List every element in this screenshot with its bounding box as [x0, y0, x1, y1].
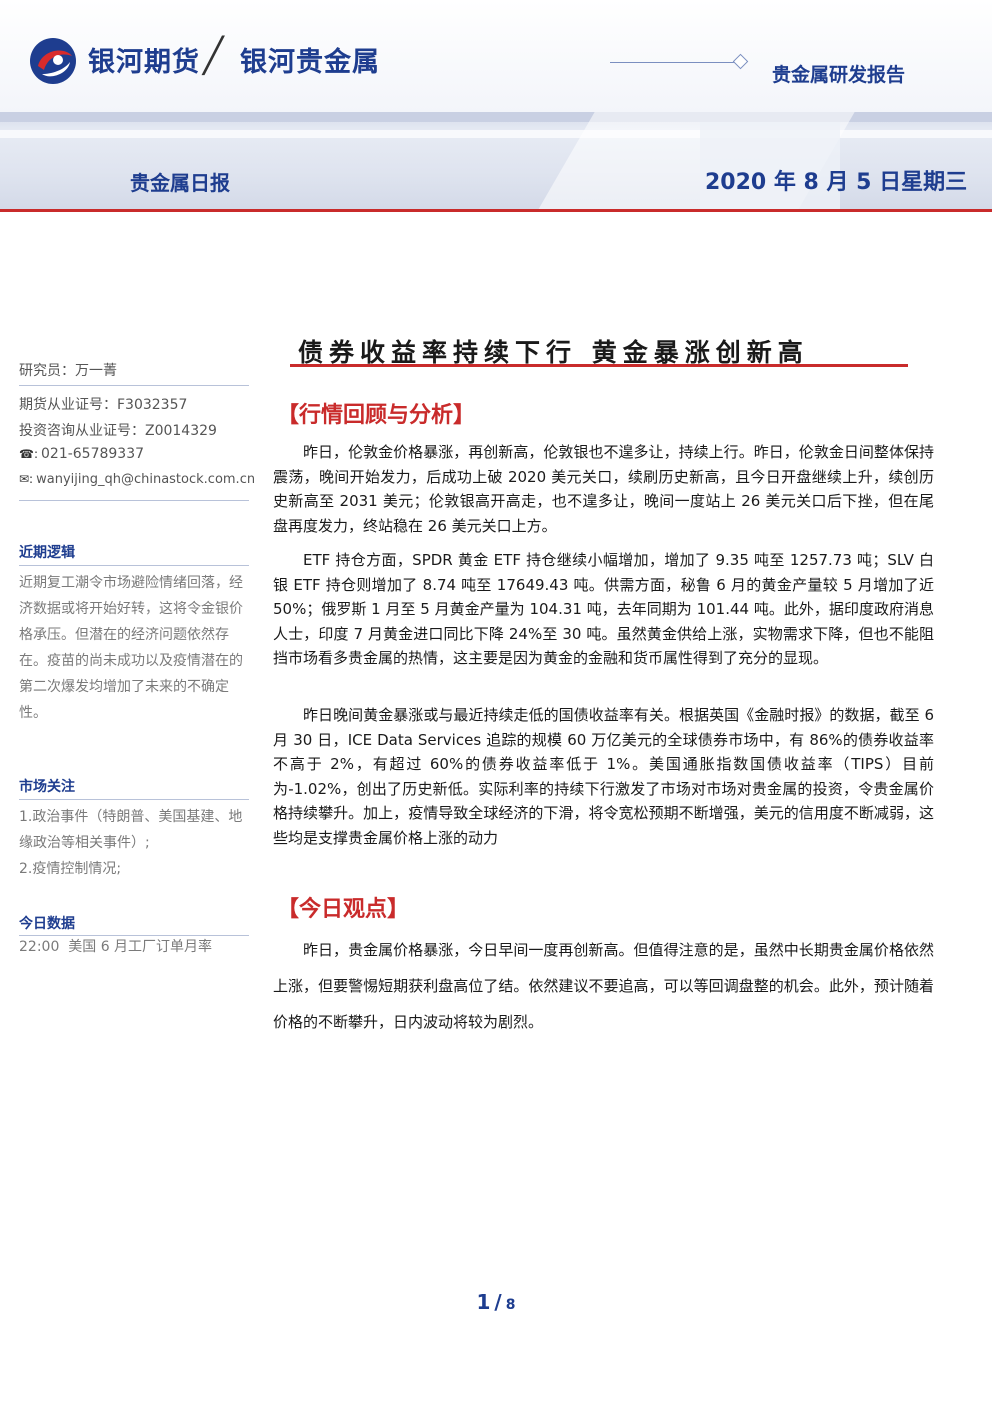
focus-title: 市场关注: [19, 779, 75, 795]
section-heading: 【今日观点】: [277, 897, 410, 922]
focus-item: 1.政治事件（特朗普、美国基建、地缘政治等相关事件）;: [19, 809, 243, 851]
email-line: ✉:wanyijing_qh@chinastock.com.cn: [19, 472, 259, 487]
title-underline: [290, 364, 908, 367]
analyst-name: 研究员：万一菁: [19, 363, 117, 379]
header-divider: [0, 209, 992, 212]
paragraph: 昨日，伦敦金价格暴涨，再创新高，伦敦银也不遑多让，持续上行。昨日，伦敦金日间整体…: [273, 443, 934, 535]
decorative-shape: [700, 122, 840, 212]
page-current: 1: [476, 1290, 491, 1314]
page-number: 1/8: [0, 1290, 992, 1314]
page-separator: /: [494, 1290, 502, 1314]
report-date: 2020 年 8 月 5 日星期三: [705, 170, 968, 195]
paragraph: ETF 持仓方面，SPDR 黄金 ETF 持仓继续小幅增加，增加了 9.35 吨…: [273, 551, 934, 667]
report-type: 贵金属研发报告: [772, 64, 906, 86]
brand-primary: 银河期货: [88, 47, 200, 78]
report-header: [0, 0, 992, 112]
sidebar-divider: [19, 385, 249, 386]
brand-secondary: 银河贵金属: [240, 47, 380, 78]
data-title: 今日数据: [19, 916, 75, 932]
section-heading: 【行情回顾与分析】: [277, 403, 476, 428]
data-item: 22:00 美国 6 月工厂订单月率: [19, 939, 213, 955]
logic-title: 近期逻辑: [19, 545, 75, 561]
page-total: 8: [505, 1297, 516, 1313]
email-address: wanyijing_qh@chinastock.com.cn: [36, 472, 256, 487]
decorative-stripe: [0, 112, 992, 122]
title-band: 贵金属日报 2020 年 8 月 5 日星期三: [0, 112, 992, 212]
phone-number: 021-65789337: [41, 446, 145, 462]
decorative-line: [610, 62, 734, 63]
brand-divider: ╱: [203, 36, 224, 76]
sidebar-divider: [19, 799, 249, 800]
report-series: 贵金属日报: [130, 171, 230, 195]
decorative-stripe: [0, 130, 992, 138]
phone-icon: ☎:: [19, 447, 38, 461]
envelope-icon: ✉:: [19, 472, 34, 486]
focus-item: 2.疫情控制情况;: [19, 861, 122, 877]
paragraph: 昨日，贵金属价格暴涨，今日早间一度再创新高。但值得注意的是，虽然中长期贵金属价格…: [273, 941, 934, 1031]
paragraph: 昨日晚间黄金暴涨或与最近持续走低的国债收益率有关。根据英国《金融时报》的数据，截…: [273, 706, 934, 847]
galaxy-futures-logo-icon: [30, 38, 76, 84]
logic-text: 近期复工潮令市场避险情绪回落，经济数据或将开始好转，这将令金银价格承压。但潜在的…: [19, 575, 243, 721]
sidebar-divider: [19, 565, 249, 566]
futures-cert: 期货从业证号：F3032357: [19, 397, 188, 413]
sidebar-divider: [19, 500, 249, 501]
sidebar-divider: [19, 935, 249, 936]
page-title: 债券收益率持续下行 黄金暴涨创新高: [298, 338, 809, 367]
phone-line: ☎:021-65789337: [19, 446, 259, 462]
consult-cert: 投资咨询从业证号：Z0014329: [19, 423, 217, 439]
